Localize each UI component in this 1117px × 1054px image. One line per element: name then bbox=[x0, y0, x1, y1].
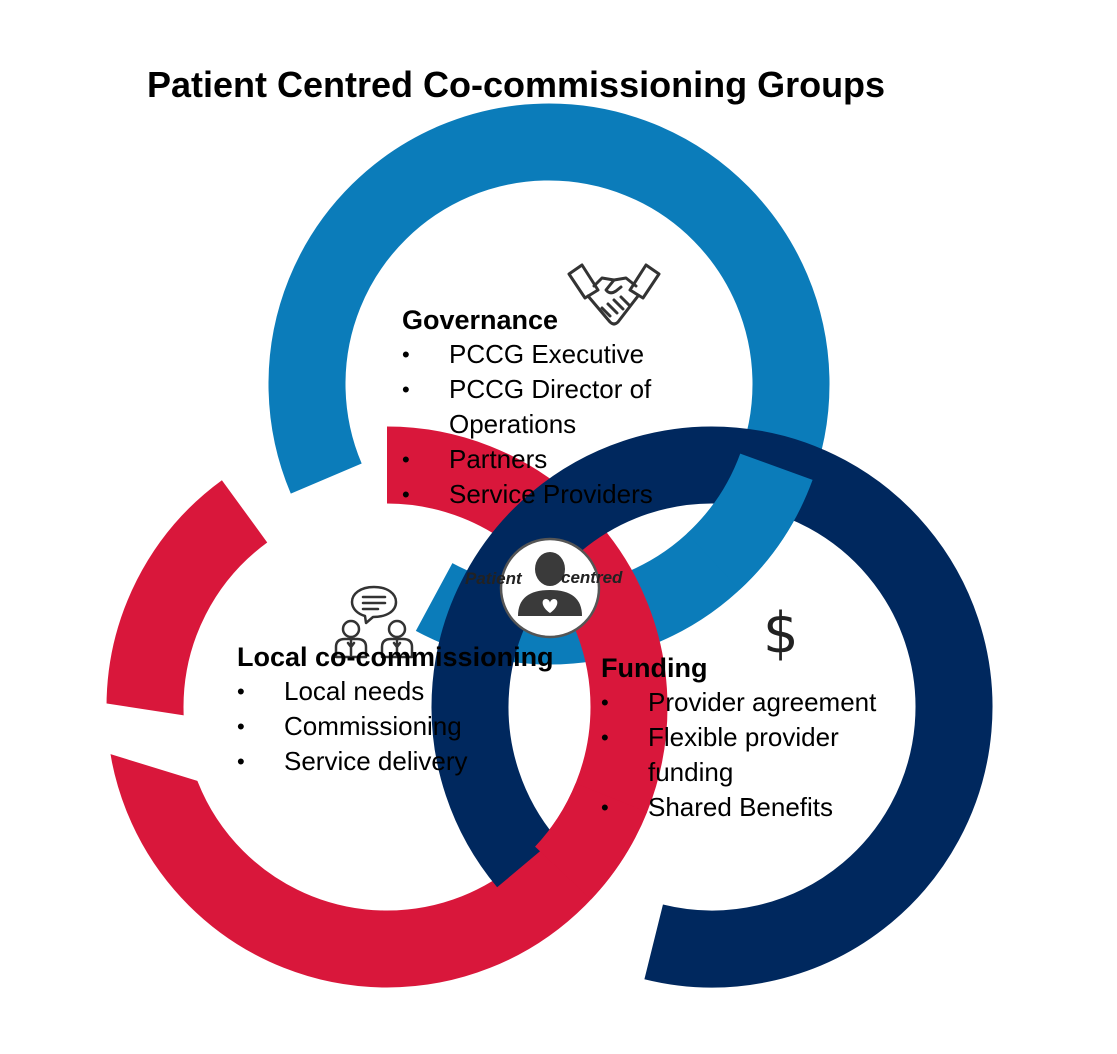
funding-list: • Provider agreement • Flexible provider f… bbox=[601, 685, 921, 825]
funding-section: Funding • Provider agreement • Flexible pr… bbox=[601, 651, 921, 825]
governance-section: Governance • PCCG Executive • PCCG Directo… bbox=[402, 303, 702, 512]
list-item: • Partners bbox=[402, 442, 702, 477]
badge-label-centred: centred bbox=[561, 568, 623, 587]
list-item-text: Service Providers bbox=[449, 479, 653, 509]
dollar-icon: $ bbox=[763, 601, 799, 666]
handshake-icon bbox=[567, 263, 661, 326]
list-item-text: PCCG Director of Operations bbox=[449, 374, 652, 439]
bullet: • bbox=[402, 482, 410, 507]
governance-list: • PCCG Executive • PCCG Director of Operat… bbox=[402, 337, 702, 512]
chat-people-icon bbox=[334, 585, 414, 659]
local-heading: Local co-commissioning bbox=[237, 642, 554, 672]
bullet: • bbox=[402, 377, 410, 402]
list-item: • Shared Benefits bbox=[601, 790, 921, 825]
list-item-text: Local needs bbox=[284, 676, 425, 706]
page-title: Patient Centred Co-commissioning Groups bbox=[147, 64, 886, 105]
list-item: • Provider agreement bbox=[601, 685, 921, 720]
funding-ring bbox=[431, 426, 993, 988]
list-item-text: PCCG Executive bbox=[449, 339, 645, 369]
patient-centred-badge: Patient centred bbox=[455, 536, 645, 640]
bullet: • bbox=[601, 795, 609, 820]
list-item-text: Flexible provider funding bbox=[648, 722, 839, 787]
local-ring bbox=[106, 426, 668, 988]
local-ring-overlap bbox=[106, 426, 668, 988]
list-item-text: Commissioning bbox=[284, 711, 462, 741]
list-item: • Local needs bbox=[237, 674, 527, 709]
bullet: • bbox=[237, 679, 245, 704]
list-item-text: Partners bbox=[449, 444, 548, 474]
local-list: • Local needs • Commissioning • Service del… bbox=[237, 674, 527, 779]
bullet: • bbox=[601, 725, 609, 750]
governance-heading: Governance bbox=[402, 305, 559, 335]
bullet: • bbox=[402, 447, 410, 472]
list-item: • Service delivery bbox=[237, 744, 527, 779]
bullet: • bbox=[402, 342, 410, 367]
list-item: • Commissioning bbox=[237, 709, 527, 744]
patient-heart-icon bbox=[499, 537, 601, 639]
funding-heading: Funding bbox=[601, 653, 708, 683]
list-item-text: Provider agreement bbox=[648, 687, 877, 717]
list-item: • Service Providers bbox=[402, 477, 702, 512]
list-item-text: Shared Benefits bbox=[648, 792, 834, 822]
badge-label-patient: Patient bbox=[465, 569, 522, 588]
list-item: • PCCG Executive bbox=[402, 337, 702, 372]
local-co-commissioning-section: Local co-commissioning • Local needs • Com… bbox=[237, 640, 554, 779]
list-item: • PCCG Director of Operations bbox=[402, 372, 702, 442]
list-item-text: Service delivery bbox=[284, 746, 468, 776]
bullet: • bbox=[237, 714, 245, 739]
bullet: • bbox=[237, 749, 245, 774]
bullet: • bbox=[601, 690, 609, 715]
list-item: • Flexible provider funding bbox=[601, 720, 921, 790]
